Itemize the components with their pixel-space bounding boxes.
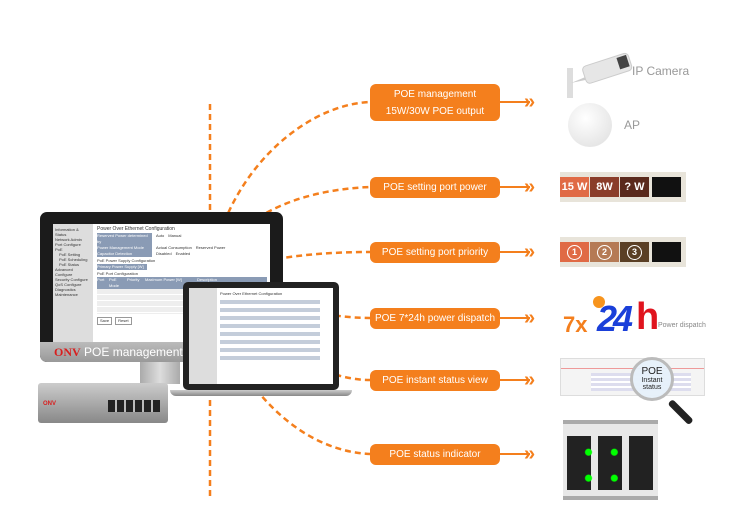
col-header: Description: [197, 277, 218, 282]
sidebar-item[interactable]: PoE Scheduling: [59, 257, 88, 262]
poe-switch: ONV: [38, 383, 168, 423]
section-title: PoE Port Configuration: [97, 271, 138, 276]
reset-button[interactable]: Reset: [115, 317, 132, 325]
page-title: Power Over Ethernet Configuration: [97, 226, 175, 232]
sidebar-item[interactable]: Network Admin: [55, 237, 82, 242]
laptop-screen: Power Over Ethernet Configuration: [189, 288, 333, 384]
port-power-value: 15 W: [560, 177, 589, 197]
radio-option[interactable]: Actual Consumption: [156, 245, 192, 250]
sidebar-item[interactable]: PoE Status: [59, 262, 80, 267]
config-label: Capacitor Detection: [97, 251, 152, 257]
chevron-right-icon: »: [524, 91, 535, 113]
sidebar-item[interactable]: QoS Configure: [55, 282, 82, 287]
dispatch-h: h: [636, 296, 660, 338]
col-header: Maximum Power [W]: [145, 277, 182, 282]
config-label: Reserved Power determined by: [97, 233, 152, 245]
arrow: [500, 379, 530, 381]
priority-badge: 3: [627, 244, 642, 260]
sidebar-item[interactable]: Security Configure: [55, 277, 88, 282]
callout-status-view: POE instant status view: [370, 370, 500, 391]
chevron-right-icon: »: [524, 307, 535, 329]
callout-port-priority: POE setting port priority: [370, 242, 500, 263]
callout-status-indicator: POE status indicator: [370, 444, 500, 465]
switch-logo: ONV: [43, 401, 57, 407]
section-title: PoE Power Supply Configuration: [97, 258, 156, 263]
switch-ports: [108, 400, 160, 412]
laptop-base: [170, 390, 352, 396]
dispatch-caption: Power dispatch: [658, 322, 706, 329]
radio-option[interactable]: Enabled: [175, 251, 191, 256]
ap-icon: [568, 103, 612, 147]
chevron-right-icon: »: [524, 241, 535, 263]
sidebar: Information & Status Network Admin Port …: [53, 224, 93, 342]
save-button[interactable]: Save: [97, 317, 113, 325]
sidebar-item[interactable]: PoE Setting: [59, 252, 81, 257]
status-indicator-ports: [563, 420, 658, 500]
radio-option[interactable]: Manual: [168, 233, 182, 238]
ethernet-port-icon: [652, 242, 681, 262]
priority-badge: 1: [567, 244, 582, 260]
callout-power-dispatch: POE 7*24h power dispatch: [370, 308, 500, 329]
config-label: Power Management Mode: [97, 245, 152, 251]
col-header: Priority: [127, 277, 140, 282]
radio-option[interactable]: Auto: [156, 233, 165, 238]
col-header: Port: [97, 277, 105, 282]
laptop-page-title: Power Over Ethernet Configuration: [220, 291, 283, 296]
port-priority-strip: 1 2 3: [560, 237, 686, 267]
sidebar-item[interactable]: PoE: [55, 247, 63, 252]
ip-camera-icon: [567, 52, 633, 98]
ip-camera-label: IP Camera: [632, 64, 690, 78]
monitor-stand: [140, 362, 180, 384]
arrow: [500, 186, 530, 188]
arrow: [500, 453, 530, 455]
supply-header: Primary Power Supply [W]: [97, 264, 147, 270]
port-power-value: 8W: [590, 177, 619, 197]
sidebar-item[interactable]: Diagnostics: [55, 287, 76, 292]
sidebar-item[interactable]: Information & Status: [55, 227, 79, 237]
ap-label: AP: [624, 118, 641, 132]
dispatch-24: 24: [597, 298, 633, 339]
port-power-value: ? W: [620, 177, 649, 197]
caption-text: POE management: [84, 345, 183, 359]
radio-option[interactable]: Reserved Power: [195, 245, 226, 250]
radio-option[interactable]: Disabled: [156, 251, 172, 256]
sidebar-item[interactable]: Advanced Configure: [55, 267, 73, 277]
laptop: Power Over Ethernet Configuration: [183, 282, 339, 390]
port-power-strip: 15 W 8W ? W: [560, 172, 686, 202]
arrow: [500, 317, 530, 319]
arrow: [500, 251, 530, 253]
callout-port-power: POE setting port power: [370, 177, 500, 198]
chevron-right-icon: »: [524, 176, 535, 198]
ethernet-port-icon: [652, 177, 681, 197]
sidebar-item[interactable]: Maintenance: [55, 292, 78, 297]
chevron-right-icon: »: [524, 369, 535, 391]
col-header: PoE Mode: [109, 277, 120, 288]
sun-icon: [593, 296, 605, 308]
dispatch-prefix: 7x: [563, 312, 588, 337]
brand-logo: ONV: [54, 345, 81, 359]
sidebar-item[interactable]: Port Configure: [55, 242, 81, 247]
arrow: [500, 101, 530, 103]
priority-badge: 2: [597, 244, 612, 260]
magnifier-icon: POE Instant status: [630, 357, 674, 401]
chevron-right-icon: »: [524, 443, 535, 465]
